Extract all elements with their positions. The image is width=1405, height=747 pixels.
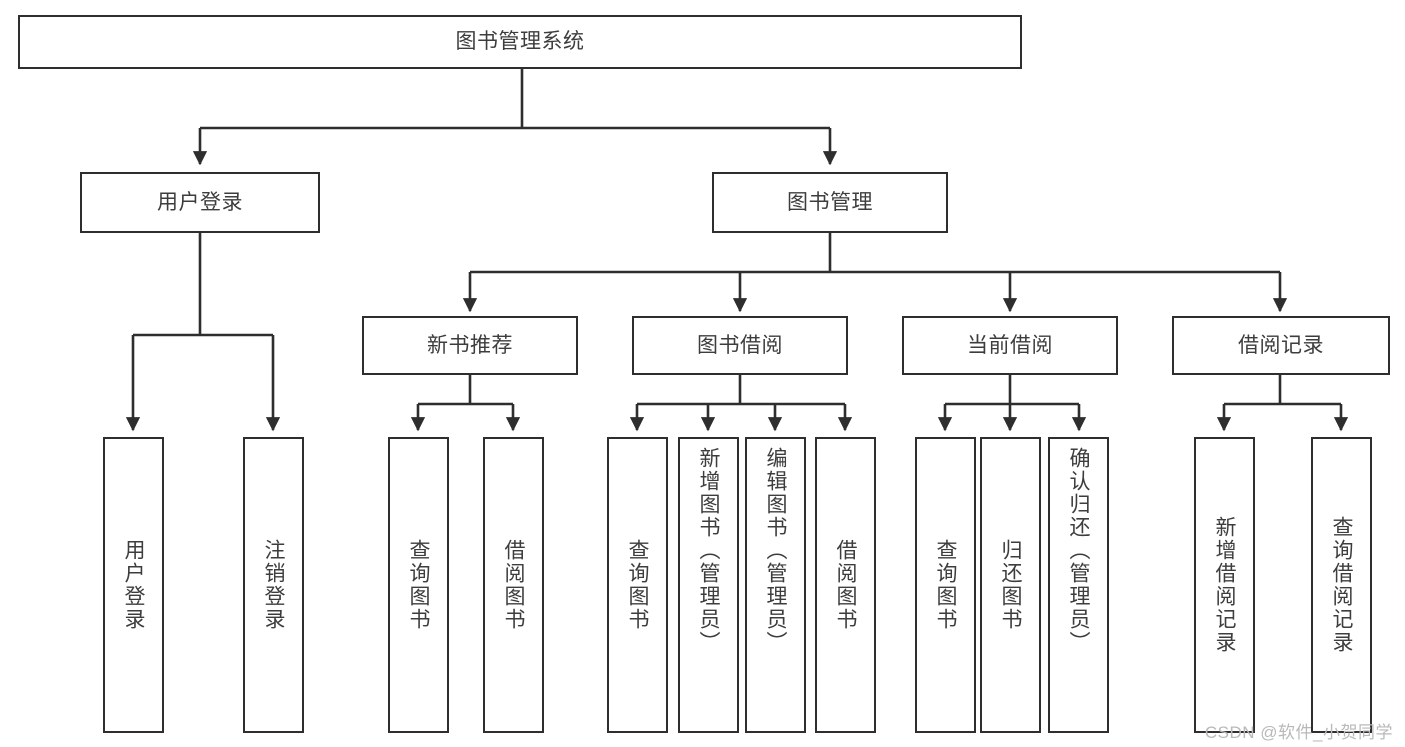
node-leaf-confirm-return[interactable]: 确认归还（管理员）	[1048, 437, 1109, 733]
node-leaf-query-book-2-label: 查询图书	[626, 539, 649, 631]
node-leaf-borrow-book-2[interactable]: 借阅图书	[815, 437, 876, 733]
node-leaf-query-book-3[interactable]: 查询图书	[915, 437, 976, 733]
connector-group-borrow-record	[1216, 375, 1349, 432]
node-leaf-query-record[interactable]: 查询借阅记录	[1311, 437, 1372, 733]
node-leaf-add-record[interactable]: 新增借阅记录	[1194, 437, 1255, 733]
node-borrow-record[interactable]: 借阅记录	[1172, 316, 1390, 375]
node-leaf-user-login-label: 用户登录	[122, 539, 145, 631]
node-leaf-edit-book-label: 编辑图书（管理员）	[764, 447, 787, 654]
node-root[interactable]: 图书管理系统	[18, 15, 1022, 69]
node-new-book-recommend-label: 新书推荐	[427, 333, 513, 357]
connector-group-root	[192, 69, 838, 166]
node-leaf-add-record-label: 新增借阅记录	[1213, 516, 1236, 654]
node-current-borrow[interactable]: 当前借阅	[902, 316, 1118, 375]
node-user-login-label: 用户登录	[157, 190, 243, 214]
node-leaf-query-book-1-label: 查询图书	[407, 539, 430, 631]
node-leaf-logout-label: 注销登录	[262, 539, 285, 631]
node-leaf-borrow-book-1-label: 借阅图书	[502, 539, 525, 631]
connector-group-current-borrow	[937, 375, 1087, 432]
node-leaf-query-record-label: 查询借阅记录	[1330, 516, 1353, 654]
connector-group-new-book-recommend	[410, 375, 521, 432]
node-book-manage[interactable]: 图书管理	[712, 172, 948, 233]
connector-group-book-manage	[462, 233, 1288, 313]
node-current-borrow-label: 当前借阅	[967, 333, 1053, 357]
node-borrow-record-label: 借阅记录	[1238, 333, 1324, 357]
connector-group-user-login	[125, 233, 281, 432]
node-leaf-user-login[interactable]: 用户登录	[103, 437, 164, 733]
node-leaf-query-book-3-label: 查询图书	[934, 539, 957, 631]
node-leaf-logout[interactable]: 注销登录	[243, 437, 304, 733]
node-book-borrow[interactable]: 图书借阅	[632, 316, 848, 375]
node-root-label: 图书管理系统	[455, 30, 585, 54]
node-leaf-query-book-1[interactable]: 查询图书	[388, 437, 449, 733]
node-new-book-recommend[interactable]: 新书推荐	[362, 316, 578, 375]
node-leaf-borrow-book-2-label: 借阅图书	[834, 539, 857, 631]
node-book-manage-label: 图书管理	[787, 190, 873, 214]
node-book-borrow-label: 图书借阅	[697, 333, 783, 357]
node-leaf-query-book-2[interactable]: 查询图书	[607, 437, 668, 733]
connector-group-book-borrow	[629, 375, 853, 432]
node-leaf-add-book-label: 新增图书（管理员）	[697, 447, 720, 654]
node-leaf-add-book[interactable]: 新增图书（管理员）	[678, 437, 739, 733]
node-leaf-return-book-label: 归还图书	[999, 539, 1022, 631]
node-user-login[interactable]: 用户登录	[80, 172, 320, 233]
node-leaf-confirm-return-label: 确认归还（管理员）	[1067, 447, 1090, 654]
node-leaf-edit-book[interactable]: 编辑图书（管理员）	[745, 437, 806, 733]
node-leaf-borrow-book-1[interactable]: 借阅图书	[483, 437, 544, 733]
node-leaf-return-book[interactable]: 归还图书	[980, 437, 1041, 733]
